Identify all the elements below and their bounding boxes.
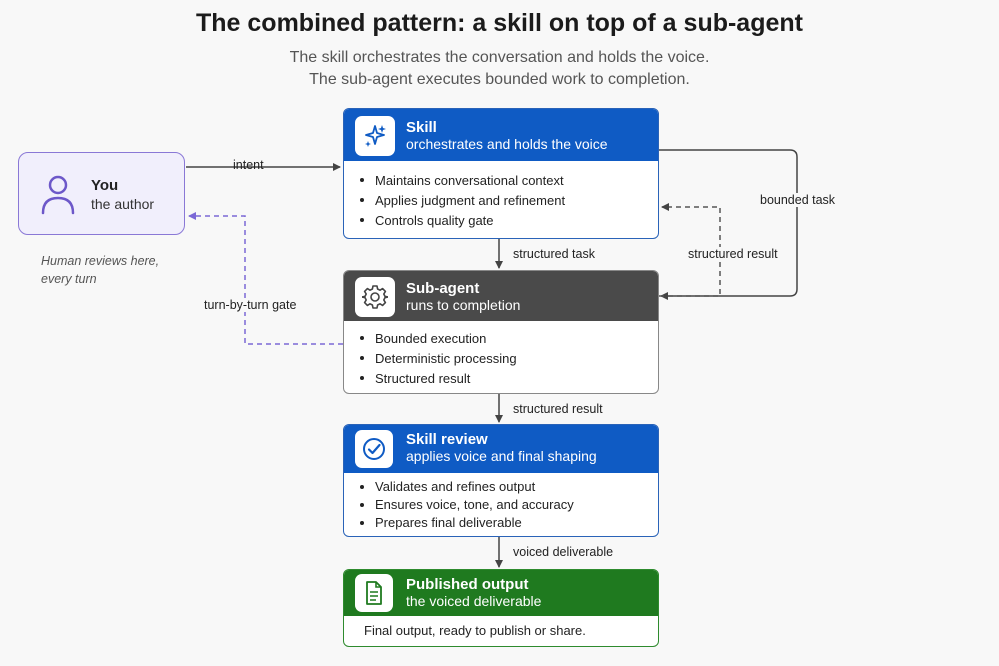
page-subtitle: The skill orchestrates the conversation … [0,47,999,91]
you-title: You [91,177,119,194]
structured-result-back-label: structured result [686,247,780,261]
you-subtitle: the author [91,196,155,212]
sparkle-icon [355,116,395,156]
review-list: Validates and refines output Ensures voi… [344,473,658,532]
skill-node: Skill orchestrates and holds the voice M… [343,108,659,239]
list-item: Controls quality gate [358,211,658,231]
review-subtitle: applies voice and final shaping [406,448,597,464]
structured-task-label: structured task [513,247,595,261]
turn-gate-arrow [188,212,343,345]
note-line-1: Human reviews here, [41,254,160,268]
subtitle-line-2: The sub-agent executes bounded work to c… [309,71,690,88]
review-title: Skill review [406,431,488,448]
document-icon [355,574,393,612]
structured-result-label: structured result [513,402,603,416]
bounded-task-label: bounded task [758,193,838,207]
list-item: Prepares final deliverable [358,514,658,532]
published-output-node: Published output the voiced deliverable … [343,569,659,647]
list-item: Deterministic processing [358,349,658,369]
subagent-header: Sub-agent runs to completion [344,271,658,321]
list-item: Applies judgment and refinement [358,191,658,211]
subagent-list: Bounded execution Deterministic processi… [344,321,658,389]
skill-header: Skill orchestrates and holds the voice [344,109,658,161]
list-item: Maintains conversational context [358,171,658,191]
published-body: Final output, ready to publish or share. [364,623,586,638]
human-review-note: Human reviews here, every turn [41,252,159,288]
bounded-task-arrow [659,149,798,300]
skill-list: Maintains conversational context Applies… [344,161,658,231]
published-subtitle: the voiced deliverable [406,593,542,609]
skill-subtitle: orchestrates and holds the voice [406,136,608,152]
list-item: Validates and refines output [358,478,658,496]
subagent-subtitle: runs to completion [406,297,521,313]
note-line-2: every turn [41,272,97,286]
review-header: Skill review applies voice and final sha… [344,425,658,473]
subagent-node: Sub-agent runs to completion Bounded exe… [343,270,659,394]
person-icon [41,175,75,215]
published-title: Published output [406,576,529,593]
published-header: Published output the voiced deliverable [344,570,658,616]
voiced-deliverable-label: voiced deliverable [513,545,614,559]
skill-title: Skill [406,119,437,136]
intent-label: intent [233,158,264,172]
subtitle-line-1: The skill orchestrates the conversation … [289,49,710,66]
list-item: Ensures voice, tone, and accuracy [358,496,658,514]
gear-icon [355,277,395,317]
structured-result-back-arrow [659,203,721,297]
check-circle-icon [355,430,393,468]
subagent-title: Sub-agent [406,280,480,297]
page-title: The combined pattern: a skill on top of … [196,9,803,37]
turn-gate-label: turn-by-turn gate [202,298,299,312]
you-node: You the author [18,152,185,235]
list-item: Structured result [358,369,658,389]
skill-review-node: Skill review applies voice and final sha… [343,424,659,537]
list-item: Bounded execution [358,329,658,349]
